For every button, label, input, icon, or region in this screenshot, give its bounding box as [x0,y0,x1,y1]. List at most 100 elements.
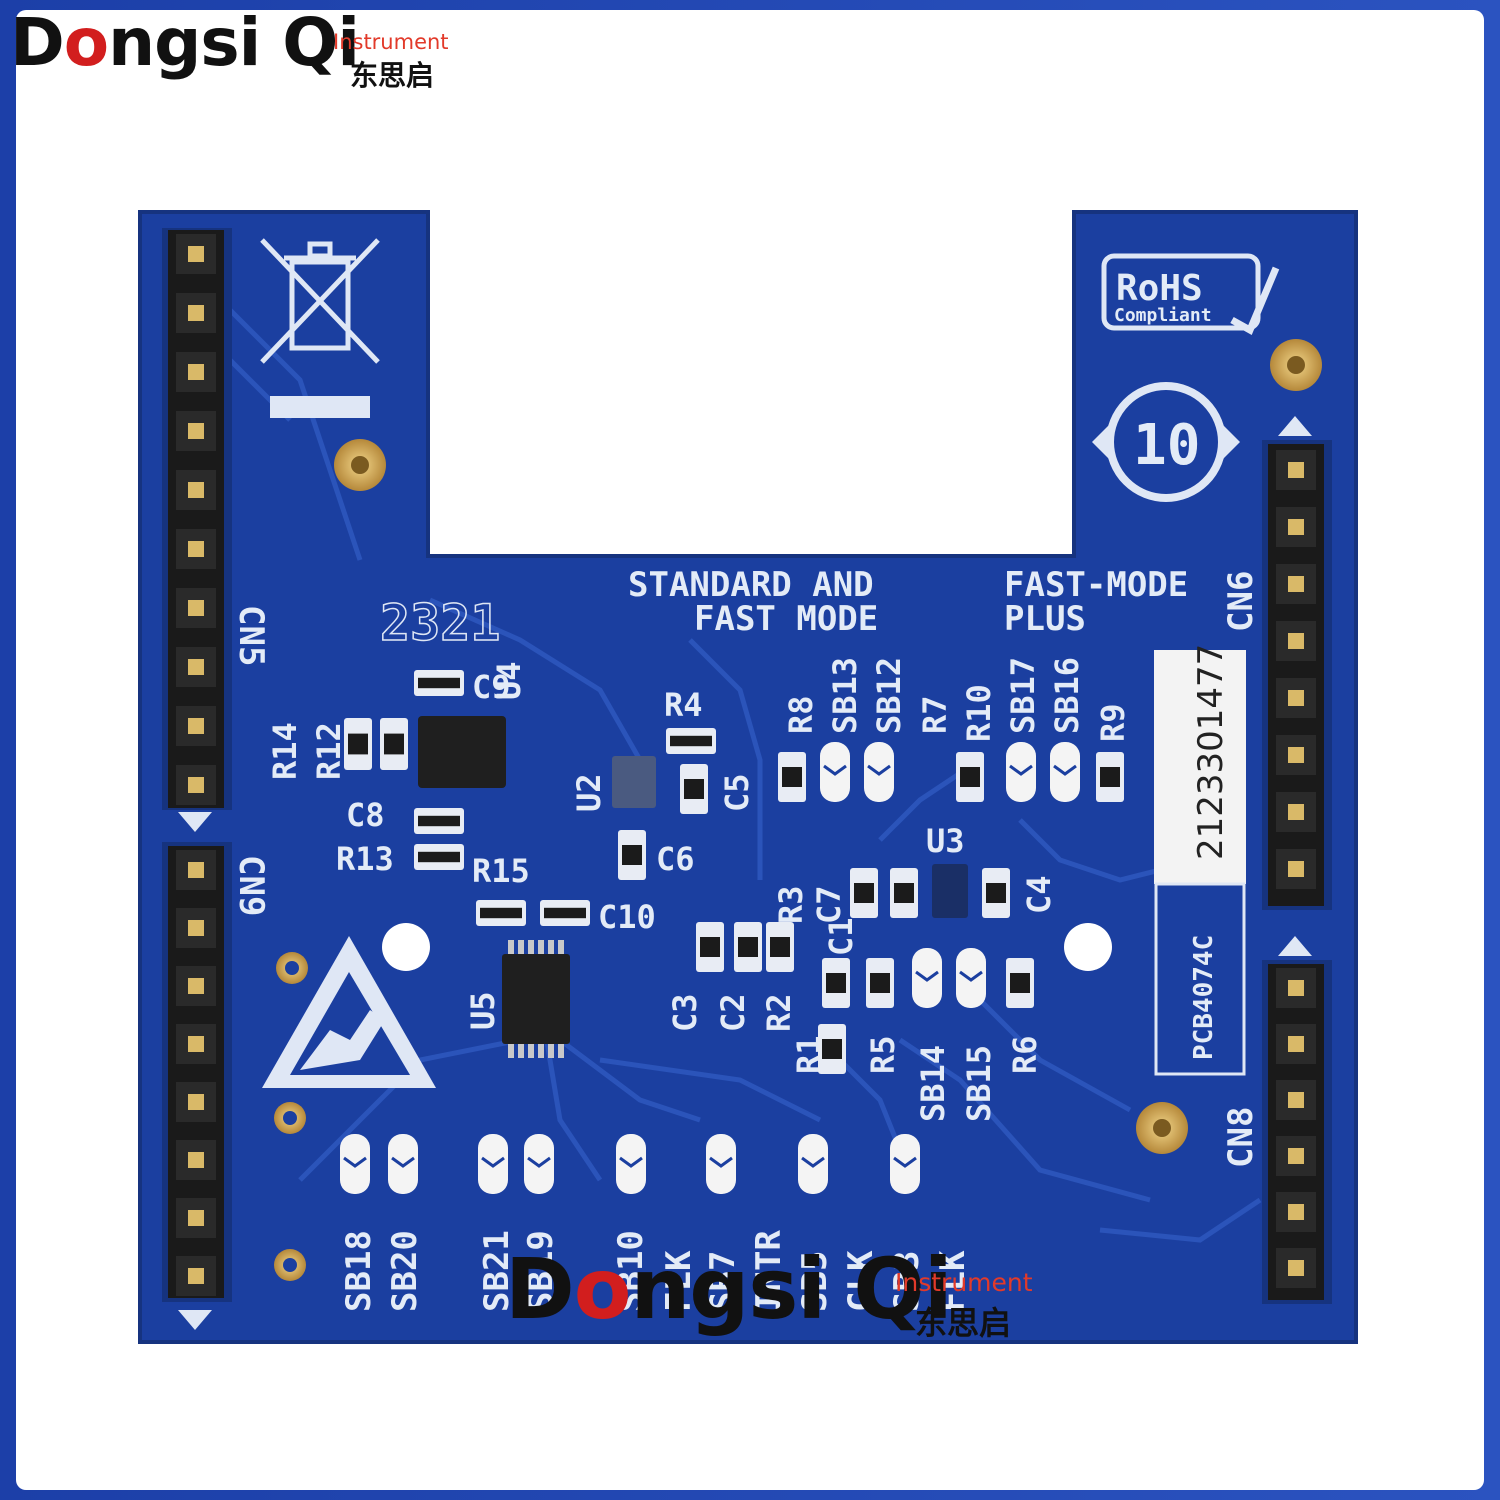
header-pin-tip [188,862,204,878]
bottom-label: SB10 [611,1230,651,1312]
ic-leg [558,1044,564,1058]
smd-pads [340,670,1124,1194]
solder-bridge [956,948,986,1008]
header-pin-tip [188,978,204,994]
header-pin-tip [188,364,204,380]
label-u2: U2 [570,773,608,812]
bottom-label: FLK [933,1250,973,1312]
ic-leg [528,1044,534,1058]
solder-bridge [912,948,942,1008]
header-pin-tip [188,659,204,675]
label-c9: C9 [472,668,511,706]
ic-chips [418,716,968,1044]
cn8-header [1262,936,1332,1304]
smd-body [384,733,404,755]
header-pin-tip [188,1094,204,1110]
watermark-chinese-2: 东思启 [915,1304,1012,1342]
ic-leg [508,940,514,954]
solder-bridge-gap [481,1156,505,1168]
rohs-badge [1101,253,1280,335]
label-r3: R3 [772,885,810,924]
solder-bridge-gap [915,970,939,982]
header-pin-tip [1288,980,1304,996]
label-r4: R4 [664,686,703,724]
header-pin-tip [188,600,204,616]
solder-bridge-gap [1053,764,1077,776]
header-pin-tip [1288,690,1304,706]
solder-bridge-gap [959,970,983,982]
smd-body [622,845,642,865]
label-c5: C5 [718,773,756,812]
solder-bridge-gap [1009,764,1033,776]
label-r2: R2 [760,993,798,1032]
solder-bridge-gap [527,1156,551,1168]
esd-warning-icon [262,936,436,1088]
epup-number: 10 [1133,413,1200,478]
smd-body [418,677,460,689]
solder-bridge [478,1134,508,1194]
cn9-header [162,842,232,1330]
label-cn8: CN8 [1221,1107,1261,1168]
std-mode-line2: FAST MODE [694,599,878,639]
label-c7: C7 [810,885,848,924]
solder-bridge [820,742,850,802]
label-sb16: SB16 [1048,657,1086,734]
smd-body [348,733,368,755]
smd-body [986,883,1006,903]
solder-bridge-gap [619,1156,643,1168]
bottom-label: SB7 [703,1251,743,1312]
cn6-header [1262,416,1332,910]
solder-bridge-gap [893,1156,917,1168]
bottom-label: INTR [749,1230,789,1312]
header-pin-tip [188,541,204,557]
epup-recycle-icon [1092,382,1240,502]
label-r6: R6 [1006,1035,1044,1074]
header-pin-tip [188,718,204,734]
smd-body [480,907,522,919]
rohs-compliant-text: Compliant [1114,305,1212,326]
fmp-line1: FAST-MODE [1004,565,1188,605]
ic-leg [508,1044,514,1058]
rohs-text: RoHS [1116,268,1203,309]
label-u3: U3 [926,822,965,860]
smd-body [870,973,890,993]
label-r8: R8 [782,695,820,734]
label-sb15: SB15 [960,1045,998,1122]
solder-bridge [524,1134,554,1194]
bottom-label: SB20 [385,1230,425,1312]
watermark-suffix: Instrument [333,30,449,54]
solder-bridge-gap [343,1156,367,1168]
label-u4: U4 [490,661,528,700]
smd-body [960,767,980,787]
label-r5: R5 [864,1035,902,1074]
header-pin-tip [1288,1092,1304,1108]
header-pin-tip [1288,747,1304,763]
smd-body [854,883,874,903]
bottom-label: CLK [841,1250,881,1312]
watermark-suffix-2: Instrument [895,1268,1033,1297]
label-cn5: CN5 [231,605,271,666]
label-c8: C8 [346,796,385,834]
smd-body [782,767,802,787]
smd-body [670,735,712,747]
label-c6: C6 [656,840,695,878]
bottom-label: SB5 [795,1251,835,1312]
solder-bridge [864,742,894,802]
brand-d-2: D [505,1240,575,1338]
smd-body [418,851,460,863]
label-c2: C2 [714,993,752,1032]
label-r7: R7 [916,695,954,734]
label-sb14: SB14 [914,1045,952,1122]
solder-bridge [1050,742,1080,802]
solder-bridge [616,1134,646,1194]
ic-leg [538,1044,544,1058]
ic-leg [558,940,564,954]
watermark-brand: Dongsi Qi [10,4,360,81]
solder-bridge-gap [801,1156,825,1168]
header-pin-tip [188,1210,204,1226]
header-pin-tip [1288,1036,1304,1052]
header-pin-tip [1288,633,1304,649]
solder-bridge-gap [391,1156,415,1168]
